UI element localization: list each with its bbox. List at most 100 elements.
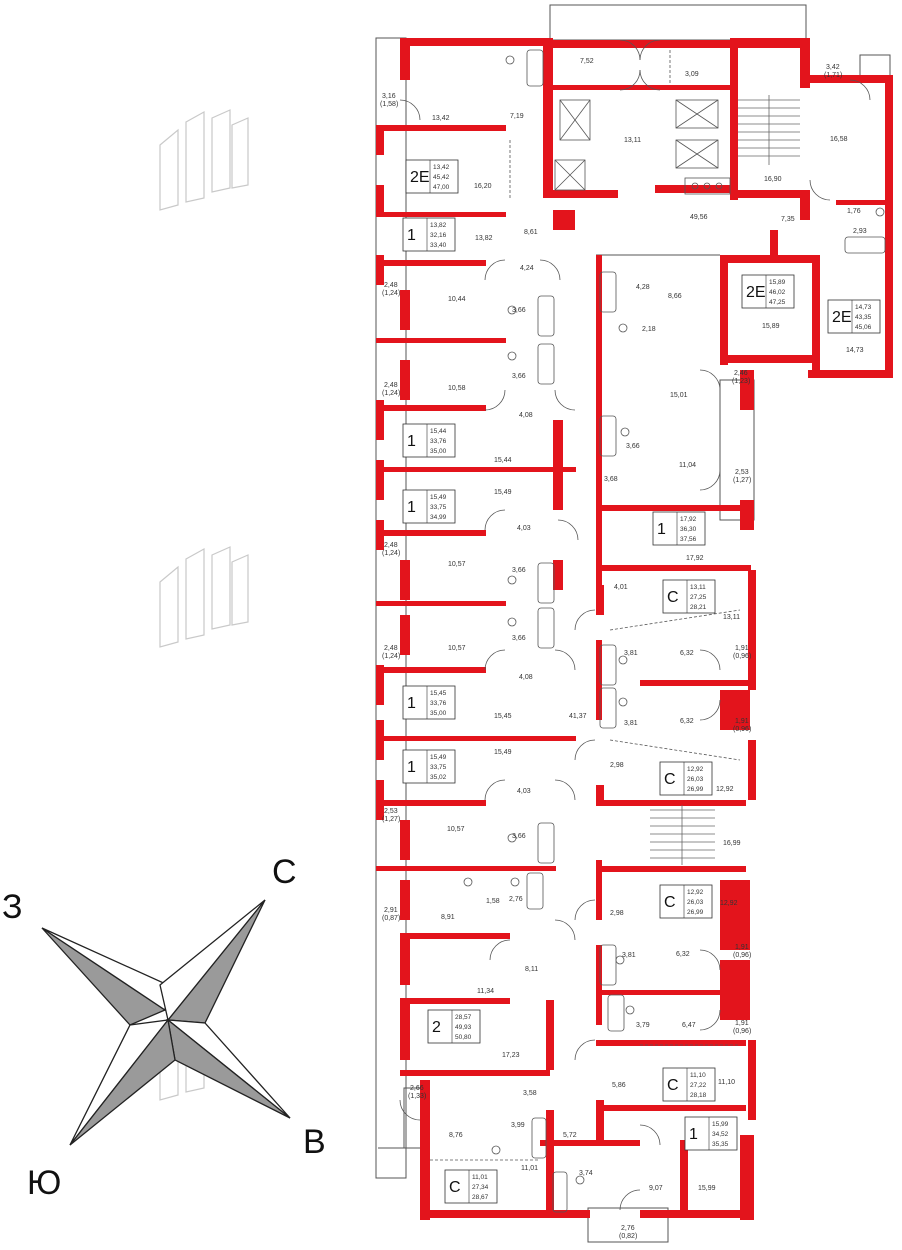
room-label: 41,37 [569,713,587,720]
apartment-tag-frame [652,511,706,546]
room-label: 3,81 [624,650,638,657]
apartment-tag: 1 15,44 33,76 35,00 [402,423,456,458]
apartment-type: 1 [407,433,416,450]
apartment-type: С [667,589,679,606]
room-label: 13,42 [432,115,450,122]
room-label: 14,73 [846,347,864,354]
room-label: 4,08 [519,674,533,681]
apartment-area-total: 45,42 [433,174,450,181]
room-label: 7,35 [781,216,795,223]
room-label: 12,92 [716,786,734,793]
room-label: 15,45 [494,713,512,720]
room-label: 4,24 [520,265,534,272]
apartment-area-gross: 37,56 [680,536,697,543]
apartment-tag-frame [405,159,459,194]
walls [376,38,893,1220]
room-label: (0,96) [733,726,751,733]
room-label: 1,91 [735,1020,749,1027]
room-label: (1,24) [382,390,400,397]
apartment-area-total: 33,76 [430,438,447,445]
room-label: (1,23) [732,378,750,385]
room-label: 11,34 [477,988,494,995]
apartment-area-living: 15,44 [430,428,447,435]
room-label: (1,24) [382,550,400,557]
room-label: 15,44 [494,457,512,464]
room-label: 3,81 [622,952,636,959]
apartment-area-living: 15,49 [430,494,447,501]
room-label: 16,20 [474,183,492,190]
fixtures [399,39,886,1213]
room-label: 13,11 [624,137,641,144]
apartment-type: 1 [407,499,416,516]
apartment-area-gross: 47,00 [433,184,450,191]
room-label: 3,16 [382,93,396,100]
apartment-area-total: 27,22 [690,1082,707,1089]
room-label: 4,03 [517,788,531,795]
room-label: (0,96) [733,952,751,959]
apartment-tag-frame [659,761,713,796]
apartment-area-gross: 35,00 [430,448,447,455]
room-label: 3,09 [685,71,699,78]
apartment-area-total: 33,75 [430,504,447,511]
room-label: 7,19 [510,113,524,120]
room-label: 3,66 [512,567,526,574]
room-label: 2,53 [384,808,398,815]
room-label: 3,81 [624,720,638,727]
room-label: 1,91 [735,944,749,951]
room-label: 15,01 [670,392,688,399]
apartment-area-gross: 50,80 [455,1034,472,1041]
apartment-area-gross: 26,99 [687,909,704,916]
apartment-area-living: 17,92 [680,516,697,523]
apartment-area-total: 36,30 [680,526,697,533]
room-label: 2,93 [853,228,867,235]
room-label: 2,48 [384,382,398,389]
apartment-type: 2 [432,1019,441,1036]
apartment-tag-frame [402,217,456,252]
apartment-area-gross: 34,99 [430,514,447,521]
room-label: 2,48 [384,282,398,289]
room-labels: 7,52 3,09 3,16 (1,58) 13,42 7,19 13,11 1… [380,58,867,1240]
room-label: 6,32 [676,951,690,958]
apartment-area-total: 46,02 [769,289,786,296]
room-label: 2,98 [610,762,624,769]
apartment-tag: 1 15,49 33,75 34,99 [402,489,456,524]
room-label: 1,91 [735,645,749,652]
apartment-area-living: 28,57 [455,1014,472,1021]
room-label: (1,33) [408,1093,426,1100]
room-label: 5,86 [612,1082,626,1089]
room-label: 17,92 [686,555,704,562]
apartment-type: С [449,1179,461,1196]
room-label: 2,76 [621,1225,635,1232]
apartment-type: С [664,894,676,911]
room-label: 3,58 [523,1090,537,1097]
compass-point-south-dark [69,1018,176,1146]
room-label: 16,58 [830,136,848,143]
room-label: 6,32 [680,650,694,657]
room-label: (0,82) [619,1233,637,1240]
apartment-type: 1 [657,521,666,538]
room-label: (0,87) [382,915,400,922]
room-label: 10,57 [448,561,466,568]
room-label: 10,58 [448,385,466,392]
room-label: 5,72 [563,1132,577,1139]
apartment-area-total: 33,76 [430,700,447,707]
room-label: 15,89 [762,323,780,330]
room-label: 2,53 [735,469,749,476]
room-label: 2,18 [642,326,656,333]
compass-label-west: З [2,888,23,926]
room-label: 9,07 [649,1185,663,1192]
room-label: 3,42 [826,64,840,71]
apartment-area-gross: 35,35 [712,1141,729,1148]
room-label: 13,11 [723,614,740,621]
room-label: 4,08 [519,412,533,419]
apartment-area-gross: 45,06 [855,324,872,331]
apartment-tag-frame [402,685,456,720]
apartment-area-gross: 28,18 [690,1092,707,1099]
